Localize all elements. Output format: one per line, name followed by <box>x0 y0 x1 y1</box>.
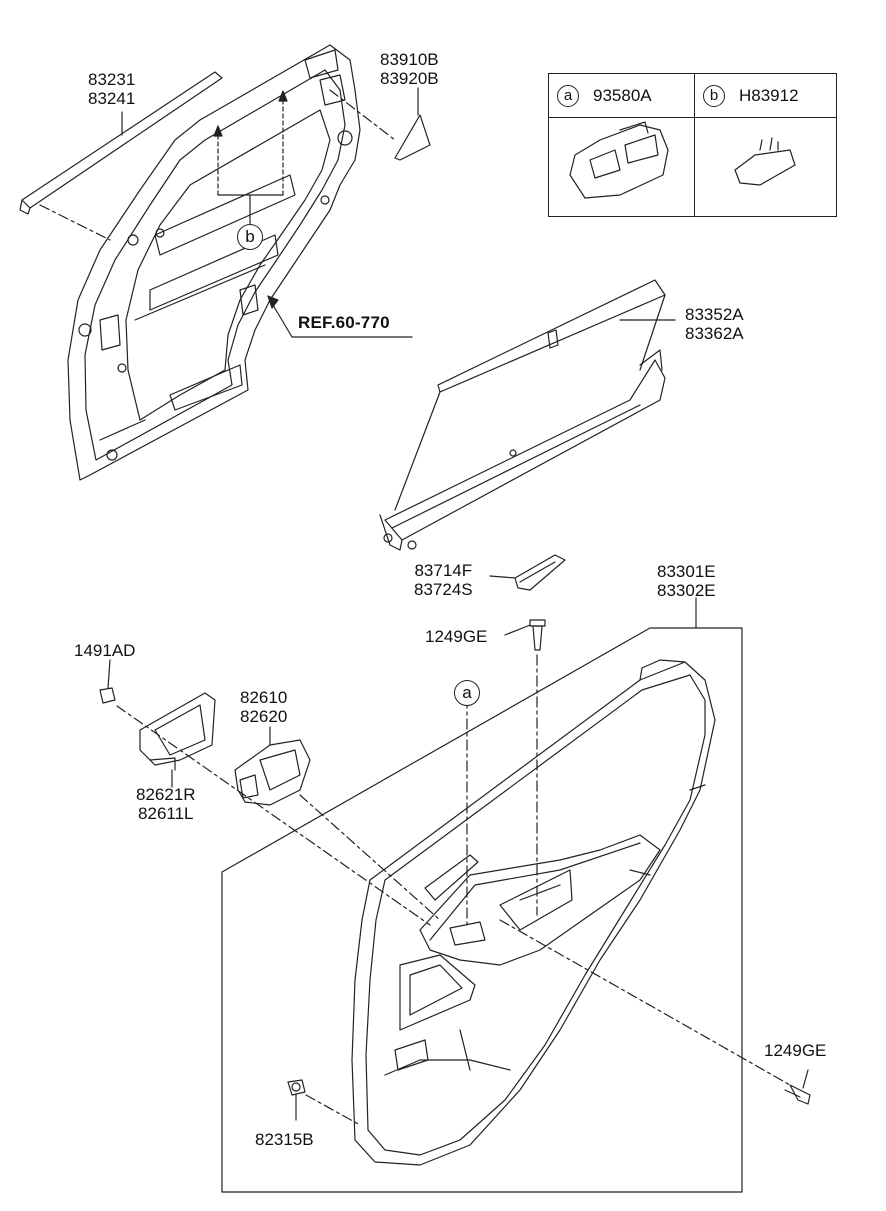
fastener-label: 82315B <box>255 1130 314 1149</box>
handle-bezel-drawing <box>99 659 431 926</box>
curtain-drawing <box>379 279 676 551</box>
curtain-label: 83352A 83362A <box>685 305 744 343</box>
handle-housing-drawing <box>234 726 441 921</box>
door-trim-drawing <box>351 659 716 1166</box>
weatherstrip-label: 83231 83241 <box>88 70 136 108</box>
door-frame-drawing <box>67 44 361 481</box>
legend-table: a 93580A b H83912 <box>548 73 837 217</box>
legend-clip-icon <box>734 137 796 186</box>
legend-code-b: H83912 <box>739 85 799 105</box>
delta-cover-label: 83910B 83920B <box>380 50 439 88</box>
legend-letter-a: a <box>557 84 579 107</box>
clip-label: 1491AD <box>74 641 136 660</box>
legend-header-row <box>549 74 836 118</box>
door-trim-label: 83301E 83302E <box>657 562 716 600</box>
weatherstrip-drawing <box>19 71 223 241</box>
legend-letter-b: b <box>703 84 725 107</box>
screw-right-drawing <box>499 919 811 1105</box>
callout-a: a <box>454 680 480 706</box>
legend-code-a: 93580A <box>593 85 652 105</box>
ref-label: REF.60-770 <box>298 313 390 332</box>
legend-cell-a: a 93580A <box>549 74 694 117</box>
grip-cover-drawing <box>489 554 566 916</box>
screw-top-label: 1249GE <box>425 627 488 646</box>
screw-right-label: 1249GE <box>764 1041 827 1060</box>
fastener-drawing <box>287 1079 361 1126</box>
handle-housing-label: 82610 82620 <box>240 688 288 726</box>
grip-cover-label: 83714F 83724S <box>414 561 473 599</box>
ref-leader <box>267 295 413 338</box>
legend-divider <box>694 74 695 216</box>
legend-switch-icon <box>569 121 669 199</box>
delta-cover-drawing <box>329 87 431 161</box>
legend-cell-b: b H83912 <box>695 74 838 117</box>
trim-panel-frame <box>221 597 743 1193</box>
callout-b: b <box>237 224 263 250</box>
handle-bezel-label: 82621R 82611L <box>136 785 196 823</box>
